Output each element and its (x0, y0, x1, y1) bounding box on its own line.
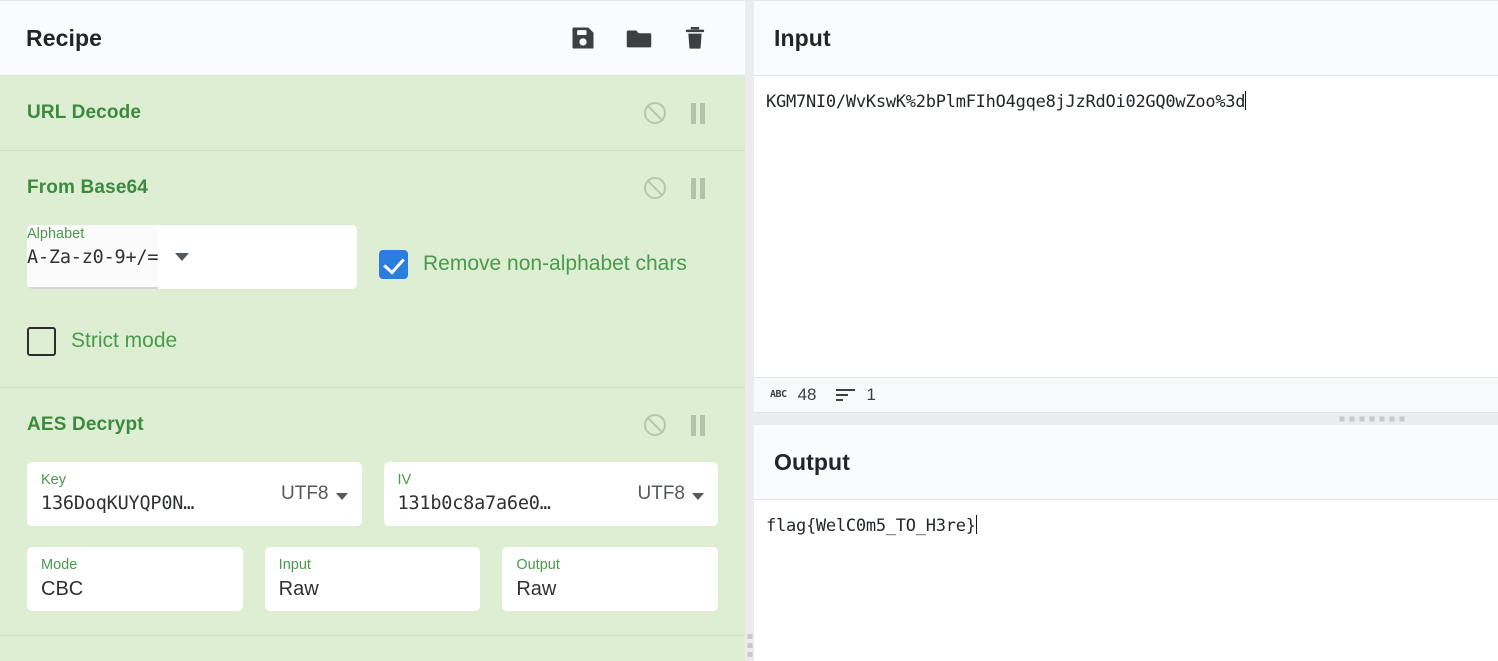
output-value: flag{WelC0m5_TO_H3re} (766, 516, 976, 536)
iv-input[interactable]: 131b0c8a7a6e0… (397, 493, 551, 514)
operation-title: URL Decode (27, 102, 142, 123)
aes-input-format-label: Input (278, 557, 311, 573)
remove-non-alphabet-chars-label: Remove non-alphabet chars (423, 252, 687, 275)
alphabet-input[interactable]: A-Za-z0-9+/= (27, 247, 159, 268)
key-input[interactable]: 136DoqKUYQP0N… (41, 493, 195, 514)
mode-label: Mode (41, 557, 78, 573)
argument-row: Key 136DoqKUYQP0N… UTF8 IV 131b0 (27, 462, 718, 526)
alphabet-dropdown-button[interactable] (158, 225, 207, 289)
recipe-operation-url-decode[interactable]: URL Decode (0, 76, 745, 151)
text-cursor (1245, 91, 1247, 110)
breakpoint-icon[interactable] (689, 102, 707, 124)
input-length-status: ABC 48 (770, 385, 816, 405)
input-status-bar: ABC 48 1 (754, 377, 1498, 413)
output-textarea[interactable]: flag{WelC0m5_TO_H3re} (754, 500, 1498, 661)
strict-mode-checkbox[interactable]: Strict mode (27, 319, 177, 363)
chevron-down-icon (692, 492, 704, 500)
disable-operation-icon[interactable] (644, 414, 666, 436)
mode-value[interactable]: CBC (41, 578, 84, 600)
recipe-io-splitter[interactable] (745, 0, 754, 661)
splitter-grip-icon (747, 634, 752, 657)
aes-input-format-value[interactable]: Raw (278, 578, 319, 600)
abc-icon: ABC (770, 389, 787, 400)
disable-operation-icon[interactable] (644, 177, 666, 199)
input-output-splitter[interactable] (754, 413, 1498, 425)
strict-mode-label: Strict mode (71, 329, 178, 352)
disable-operation-icon[interactable] (644, 102, 666, 124)
aes-output-format-field[interactable]: Output Raw (502, 547, 719, 611)
checkbox-unchecked-icon (27, 326, 56, 356)
operation-arguments: Alphabet A-Za-z0-9+/= Remove non-alphabe… (0, 225, 745, 387)
aes-input-format-field[interactable]: Input Raw (264, 547, 481, 611)
chevron-down-icon (335, 492, 348, 500)
input-title: Input (774, 24, 831, 51)
argument-row: Mode CBC Input Raw Outpu (27, 547, 719, 611)
iv-field[interactable]: IV 131b0c8a7a6e0… UTF8 (383, 462, 719, 526)
io-pane: Input KGM7NI0/WvKswK%2bPlmFIhO4gqe8jJzRd… (754, 0, 1498, 661)
input-lines-status: 1 (836, 385, 876, 405)
argument-row: Alphabet A-Za-z0-9+/= Remove non-alphabe… (27, 225, 718, 289)
argument-row: Strict mode (27, 319, 718, 363)
output-section: Output flag{WelC0m5_TO_H3re} (754, 425, 1498, 661)
recipe-pane: Recipe (0, 0, 745, 661)
splitter-grip-icon (1339, 416, 1405, 422)
operation-header: AES Decrypt (0, 388, 745, 462)
iv-label: IV (397, 472, 412, 488)
load-recipe-icon[interactable] (625, 24, 653, 52)
alphabet-field[interactable]: Alphabet A-Za-z0-9+/= (27, 225, 357, 289)
operation-title: AES Decrypt (27, 414, 144, 435)
aes-output-format-label: Output (516, 557, 560, 573)
recipe-operation-aes-decrypt[interactable]: AES Decrypt Key 136DoqKUYQP0N… (0, 388, 745, 636)
operation-controls (644, 102, 721, 124)
clear-recipe-icon[interactable] (681, 24, 709, 52)
recipe-operation-from-base64[interactable]: From Base64 Alphabet A-Za-z0-9+/= (0, 151, 745, 388)
key-label: Key (41, 472, 66, 488)
operation-header: URL Decode (0, 76, 745, 150)
output-title: Output (774, 448, 850, 475)
alphabet-label: Alphabet (27, 226, 85, 242)
text-cursor (975, 515, 977, 534)
key-encoding-value: UTF8 (281, 483, 329, 504)
key-encoding-select[interactable]: UTF8 (273, 483, 362, 505)
recipe-toolbar (569, 24, 723, 52)
remove-non-alphabet-chars-checkbox[interactable]: Remove non-alphabet chars (379, 242, 687, 286)
checkbox-checked-icon (379, 249, 408, 279)
mode-field[interactable]: Mode CBC (27, 547, 243, 611)
page-title: Recipe (26, 24, 103, 51)
iv-encoding-value: UTF8 (637, 483, 686, 504)
operation-title: From Base64 (27, 177, 148, 198)
recipe-title-bar: Recipe (0, 1, 745, 76)
lines-icon (836, 388, 856, 402)
breakpoint-icon[interactable] (689, 414, 707, 436)
recipe-operation-list[interactable]: URL Decode From Base64 (0, 76, 745, 661)
input-length-value: 48 (797, 385, 817, 404)
output-title-bar: Output (754, 425, 1498, 500)
input-lines-value: 1 (866, 385, 876, 404)
operation-arguments: Key 136DoqKUYQP0N… UTF8 IV 131b0 (0, 462, 745, 635)
operation-controls (644, 177, 721, 199)
input-section: Input KGM7NI0/WvKswK%2bPlmFIhO4gqe8jJzRd… (754, 1, 1498, 413)
input-title-bar: Input (754, 1, 1498, 76)
input-value: KGM7NI0/WvKswK%2bPlmFIhO4gqe8jJzRdOi02GQ… (766, 92, 1246, 112)
chevron-down-icon (175, 253, 190, 261)
iv-encoding-select[interactable]: UTF8 (630, 483, 719, 505)
input-textarea[interactable]: KGM7NI0/WvKswK%2bPlmFIhO4gqe8jJzRdOi02GQ… (754, 76, 1498, 377)
breakpoint-icon[interactable] (689, 177, 707, 199)
save-recipe-icon[interactable] (569, 24, 597, 52)
operation-header: From Base64 (0, 151, 745, 225)
operation-controls (644, 414, 721, 436)
aes-output-format-value[interactable]: Raw (516, 578, 557, 600)
key-field[interactable]: Key 136DoqKUYQP0N… UTF8 (27, 462, 362, 526)
